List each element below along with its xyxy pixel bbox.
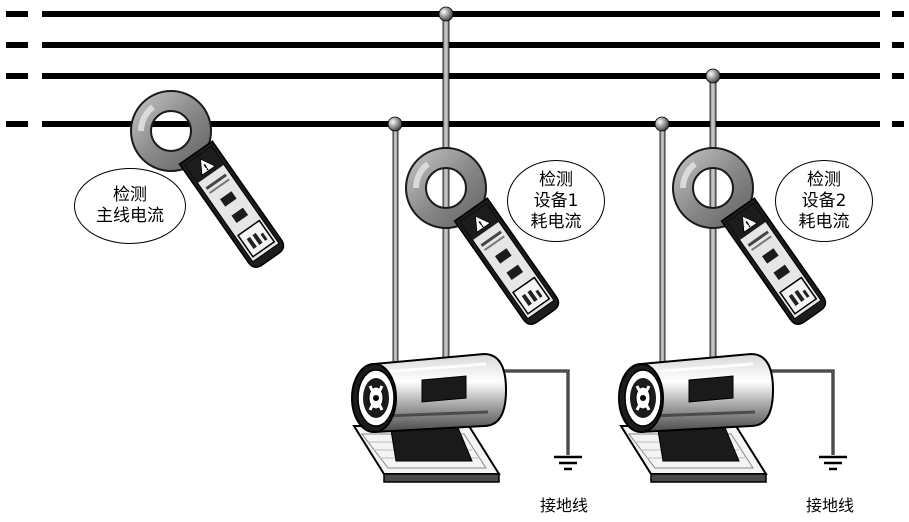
label-bubble-device-1: 检测 设备1 耗电流	[507, 160, 605, 242]
label-device1-line2: 设备1	[533, 190, 579, 211]
label-main-line2: 主线电流	[96, 206, 164, 226]
power-lines	[6, 11, 904, 127]
label-device1-line3: 耗电流	[530, 211, 582, 232]
label-device2-line2: 设备2	[801, 190, 847, 211]
machine-device-1	[350, 352, 508, 484]
label-bubble-main: 检测 主线电流	[74, 168, 186, 244]
ground-wire-2	[755, 369, 849, 471]
label-device1-line1: 检测	[539, 169, 573, 190]
ground-label-2: 接地线	[806, 496, 855, 515]
label-main-line1: 检测	[113, 185, 147, 205]
machine-device-2	[617, 352, 775, 484]
label-device2-line1: 检测	[807, 169, 841, 190]
ground-wire-1	[488, 369, 584, 471]
ground-label-1: 接地线	[540, 496, 589, 515]
label-bubble-device-2: 检测 设备2 耗电流	[775, 160, 873, 242]
label-device2-line3: 耗电流	[798, 211, 850, 232]
